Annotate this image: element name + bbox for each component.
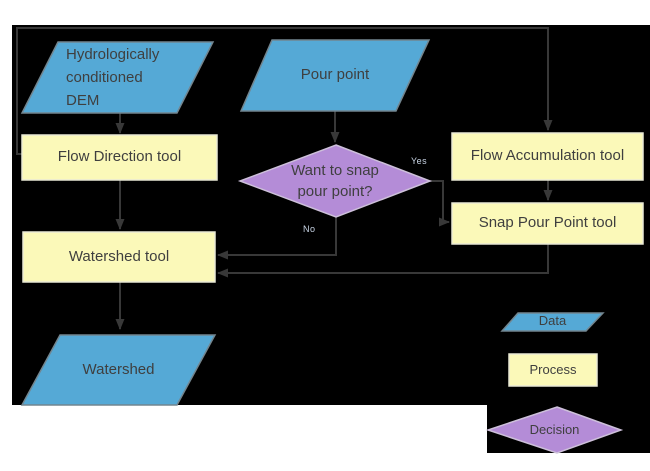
connector-decision-yes-to-snappourpoint	[430, 180, 450, 227]
dem-parallelogram	[20, 41, 215, 114]
decision-diamond	[237, 144, 433, 218]
snap-pour-point-rect	[451, 202, 644, 245]
connector-flowdirection-to-flowaccumulation	[16, 27, 553, 155]
watershed-parallelogram	[20, 334, 217, 406]
pour-point-parallelogram	[239, 39, 431, 112]
legend-data-parallelogram	[500, 312, 605, 332]
flow-direction-rect	[21, 134, 218, 181]
connector-decision-no-to-watershedtool	[217, 217, 337, 260]
watershed-tool-rect	[22, 231, 216, 283]
flow-accumulation-rect	[451, 132, 644, 181]
legend-process-rect	[508, 353, 598, 387]
connector-snappourpoint-to-watershedtool	[217, 244, 549, 278]
legend-decision-diamond	[485, 406, 624, 454]
